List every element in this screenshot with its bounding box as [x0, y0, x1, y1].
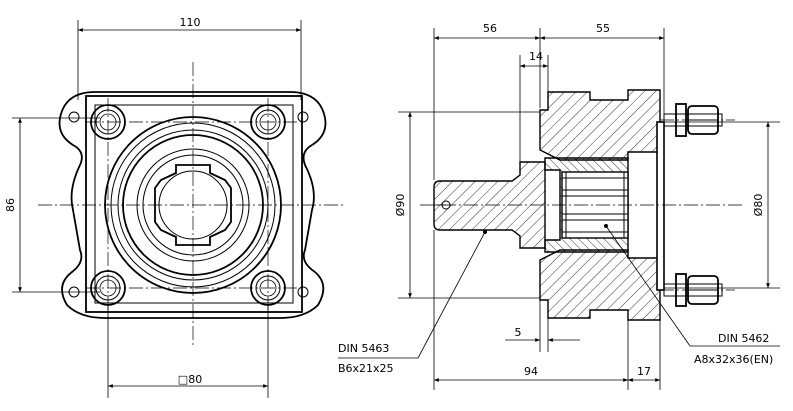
front-view: 110 86 □80 [4, 16, 345, 398]
mount-hole-tr [297, 111, 309, 123]
dim-d90-label: Ø90 [394, 194, 407, 217]
mount-hole-br [297, 286, 309, 298]
square-body-inner [94, 104, 294, 304]
mount-hole-tl [68, 111, 80, 123]
dim-110-label: 110 [180, 16, 201, 29]
dim-94-label: 94 [524, 365, 538, 378]
callout-din5463: DIN 5463 [338, 342, 389, 355]
dim-17-label: 17 [637, 365, 651, 378]
dim-86-label: 86 [4, 198, 17, 212]
dim-square80-label: □80 [178, 373, 202, 386]
callout-din5462: DIN 5462 [718, 332, 769, 345]
side-view: 56 55 14 Ø90 Ø80 5 94 17 DI [338, 22, 780, 390]
housing-lower-section [539, 249, 661, 321]
dim-5-label: 5 [515, 326, 522, 339]
dim-d80-label: Ø80 [752, 194, 765, 217]
flange-outline [58, 91, 327, 319]
dim-55-label: 55 [596, 22, 610, 35]
dim-14-label: 14 [529, 50, 543, 63]
spline-bore [154, 164, 232, 246]
mount-plate [656, 121, 665, 291]
callout-a8x32x36: A8x32x36(EN) [694, 353, 773, 366]
square-body [85, 95, 303, 313]
dim-56-label: 56 [483, 22, 497, 35]
callout-b6x21x25: B6x21x25 [338, 362, 394, 375]
housing-upper-section [539, 89, 661, 161]
